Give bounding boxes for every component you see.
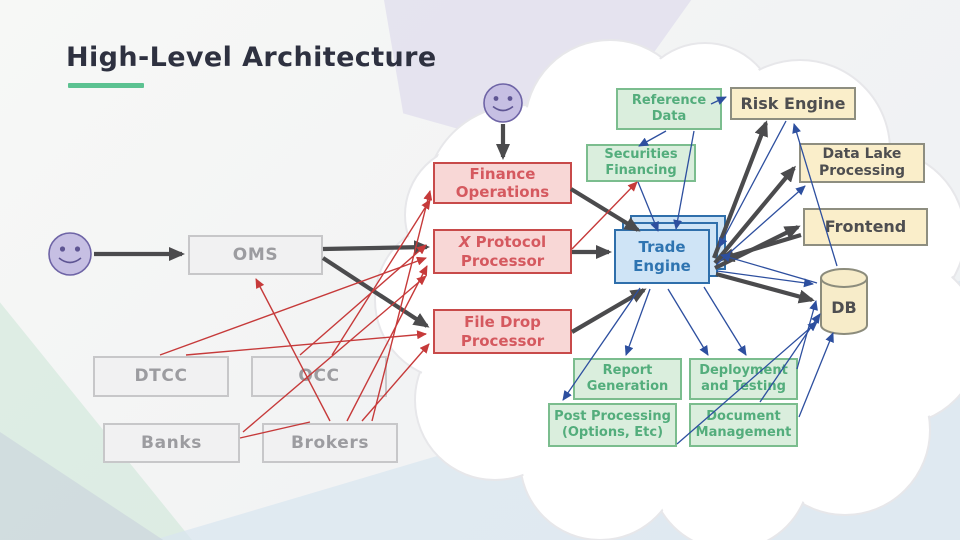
node-db-cylinder: DB: [820, 268, 868, 335]
node-banks: Banks: [103, 423, 240, 463]
db-label: DB: [831, 298, 856, 317]
title-underline: [68, 83, 144, 88]
node-document-management: Document Management: [689, 403, 798, 447]
page-title: High-Level Architecture: [66, 42, 437, 73]
node-deployment-and-testing: Deployment and Testing: [689, 358, 798, 400]
node-finance-operations: Finance Operations: [433, 162, 572, 204]
node-occ: OCC: [251, 356, 387, 397]
node-x-protocol-processor: X Protocol Processor: [433, 229, 572, 274]
node-brokers: Brokers: [262, 423, 398, 463]
node-post-processing: Post Processing (Options, Etc): [548, 403, 677, 447]
node-file-drop-processor: File Drop Processor: [433, 309, 572, 354]
node-oms: OMS: [188, 235, 323, 275]
node-data-lake-processing: Data Lake Processing: [799, 143, 925, 183]
node-frontend: Frontend: [803, 208, 928, 246]
node-dtcc: DTCC: [93, 356, 229, 397]
finance-user-smiley-icon: [483, 83, 523, 123]
user-smiley-icon: [48, 232, 92, 276]
node-securities-financing: Securities Financing: [586, 144, 696, 182]
node-report-generation: Report Generation: [573, 358, 682, 400]
node-trade-engine: Trade Engine: [614, 229, 710, 284]
node-risk-engine: Risk Engine: [730, 87, 856, 120]
node-reference-data: Reference Data: [616, 88, 722, 130]
